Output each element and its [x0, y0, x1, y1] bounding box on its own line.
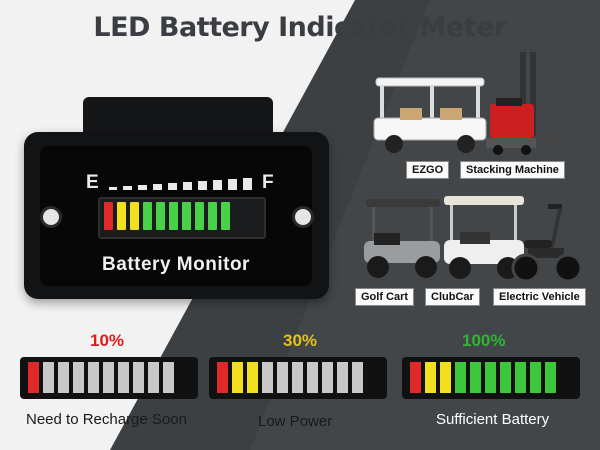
battery-cell-9 — [530, 362, 541, 393]
vehicle-label-electric-vehicle: Electric Vehicle — [493, 288, 586, 306]
battery-cell-2 — [232, 362, 243, 393]
meter-led-2 — [117, 202, 126, 230]
meter-led-3 — [130, 202, 139, 230]
battery-cell-8 — [133, 362, 144, 393]
battery-cell-4 — [73, 362, 84, 393]
battery-cell-9 — [148, 362, 159, 393]
mount-hole-left — [40, 206, 62, 228]
golf-cart-photo — [364, 199, 440, 278]
meter-led-row — [104, 202, 230, 230]
battery-cell-6 — [485, 362, 496, 393]
caption-sufficient-battery: Sufficient Battery — [436, 411, 550, 428]
meter-brand-label: Battery Monitor — [102, 254, 250, 275]
caption-need-to-recharge: Need to Recharge Soon — [26, 411, 187, 428]
caption-low-power: Low Power — [258, 413, 333, 430]
battery-cell-10 — [545, 362, 556, 393]
battery-bar-cells-100 — [410, 362, 556, 393]
meter-led-8 — [195, 202, 204, 230]
percent-label-30: 30% — [283, 331, 318, 350]
battery-cell-2 — [43, 362, 54, 393]
battery-cell-1 — [410, 362, 421, 393]
battery-cell-6 — [103, 362, 114, 393]
battery-cell-10 — [352, 362, 363, 393]
mount-hole-right — [292, 206, 314, 228]
battery-cell-3 — [440, 362, 451, 393]
meter-led-9 — [208, 202, 217, 230]
vehicle-label-golf-cart: Golf Cart — [355, 288, 415, 306]
percent-label-10: 10% — [90, 331, 125, 350]
scale-ticks — [109, 178, 252, 190]
battery-cell-5 — [277, 362, 288, 393]
battery-cell-4 — [262, 362, 273, 393]
battery-cell-3 — [247, 362, 258, 393]
meter-led-7 — [182, 202, 191, 230]
battery-cell-9 — [337, 362, 348, 393]
battery-cell-10 — [163, 362, 174, 393]
battery-cell-7 — [118, 362, 129, 393]
electric-scooter-photo — [511, 204, 583, 283]
battery-cell-5 — [470, 362, 481, 393]
forklift-stacker-photo — [486, 52, 564, 155]
battery-cell-3 — [58, 362, 69, 393]
meter-led-6 — [169, 202, 178, 230]
meter-led-4 — [143, 202, 152, 230]
battery-cell-8 — [322, 362, 333, 393]
scale-full-label: F — [262, 172, 274, 193]
vehicle-label-clubcar: ClubCar — [425, 288, 480, 306]
percent-label-100: 100% — [462, 331, 506, 350]
vehicle-label-ezgo: EZGO — [406, 161, 450, 179]
golf-shuttle-photo — [373, 77, 487, 153]
battery-cell-1 — [217, 362, 228, 393]
battery-cell-1 — [28, 362, 39, 393]
battery-cell-8 — [515, 362, 526, 393]
vehicle-label-stacking-machine: Stacking Machine — [460, 161, 565, 179]
meter-led-10 — [221, 202, 230, 230]
page-title: LED Battery Indicator Meter — [93, 12, 507, 43]
battery-cell-2 — [425, 362, 436, 393]
battery-cell-6 — [292, 362, 303, 393]
battery-bar-cells-30 — [217, 362, 363, 393]
battery-cell-7 — [307, 362, 318, 393]
battery-cell-7 — [500, 362, 511, 393]
scale-empty-label: E — [86, 172, 99, 193]
battery-cell-4 — [455, 362, 466, 393]
battery-cell-5 — [88, 362, 99, 393]
meter-led-1 — [104, 202, 113, 230]
clubcar-photo — [444, 196, 524, 279]
meter-led-5 — [156, 202, 165, 230]
battery-bar-cells-10 — [28, 362, 174, 393]
